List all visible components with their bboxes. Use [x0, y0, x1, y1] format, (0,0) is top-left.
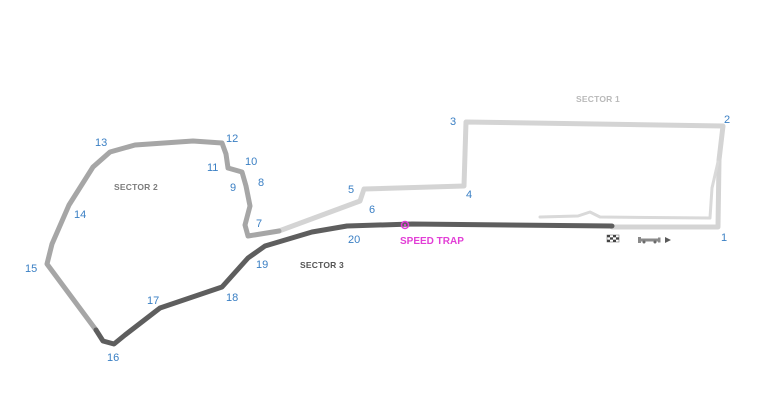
direction-arrow-icon — [638, 237, 671, 244]
sector-2-track — [44, 138, 282, 333]
turn-label-20: 20 — [348, 234, 360, 246]
turn-label-19: 19 — [256, 259, 268, 271]
turn-label-18: 18 — [226, 292, 238, 304]
turn-label-12: 12 — [226, 133, 238, 145]
speed-trap: SPEED TRAP — [400, 220, 464, 247]
turn-label-17: 17 — [147, 295, 159, 307]
sector-2-path — [44, 138, 282, 333]
sector-3-label: SECTOR 3 — [300, 260, 344, 270]
turn-label-15: 15 — [25, 263, 37, 275]
turn-label-14: 14 — [74, 209, 86, 221]
sector-3-path — [93, 221, 615, 347]
turn-label-6: 6 — [369, 204, 375, 216]
sector-2-label: SECTOR 2 — [114, 182, 158, 192]
turn-label-3: 3 — [450, 116, 456, 128]
sector-1-label: SECTOR 1 — [576, 94, 620, 104]
turn-label-2: 2 — [724, 114, 730, 126]
turn-label-10: 10 — [245, 156, 257, 168]
speed-trap-marker — [400, 220, 410, 230]
sector-1-track — [276, 119, 726, 234]
sector-3-track — [93, 221, 615, 347]
speed-trap-dot — [403, 223, 407, 227]
turn-labels: 1 2 3 4 5 6 7 8 9 10 11 12 13 14 15 16 1… — [25, 114, 730, 364]
turn-label-7: 7 — [256, 218, 262, 230]
turn-label-4: 4 — [466, 189, 472, 201]
turn-label-13: 13 — [95, 137, 107, 149]
sector-1-pit-lane — [538, 160, 720, 220]
turn-label-5: 5 — [348, 184, 354, 196]
turn-label-11: 11 — [207, 162, 218, 174]
turn-label-16: 16 — [107, 352, 119, 364]
start-finish-flag-icon — [606, 234, 620, 243]
turn-label-1: 1 — [721, 232, 727, 244]
turn-label-8: 8 — [258, 177, 264, 189]
speed-trap-label: SPEED TRAP — [400, 236, 464, 247]
turn-label-9: 9 — [230, 182, 236, 194]
sector-1-main-path — [276, 119, 726, 234]
